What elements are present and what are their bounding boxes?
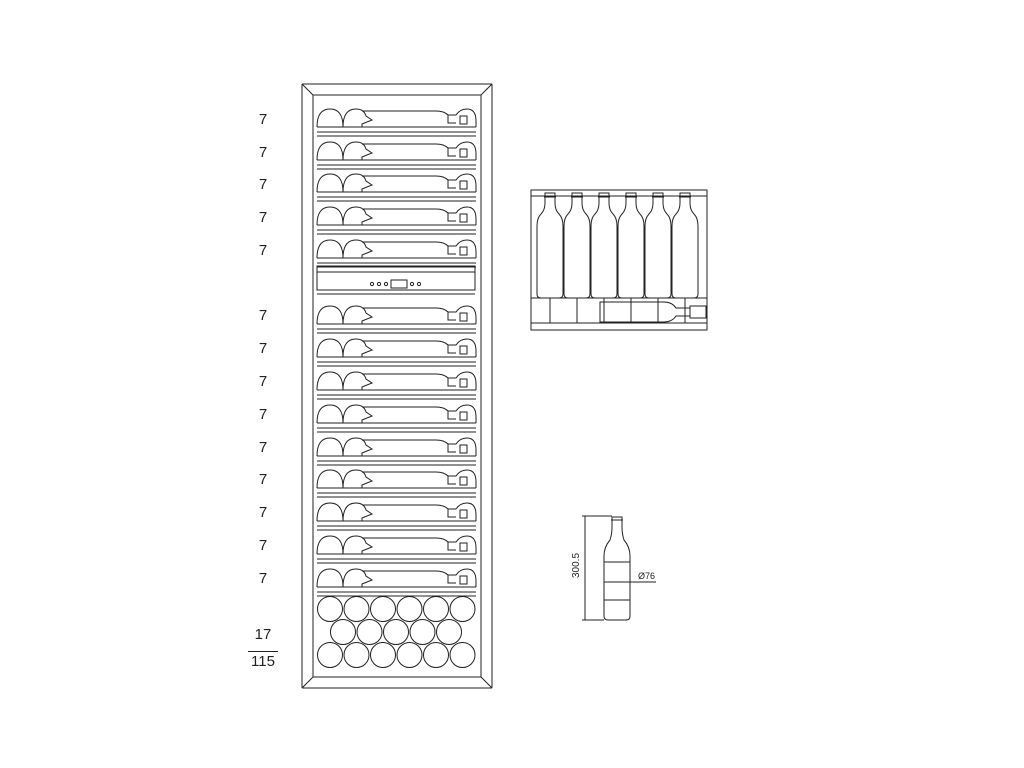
bottle-end xyxy=(449,642,476,668)
bottle-outline xyxy=(603,516,631,621)
standing-bottle xyxy=(644,192,672,299)
shelf-capacity-label: 7 xyxy=(258,242,268,259)
shelf xyxy=(316,173,477,202)
lying-bottle xyxy=(599,301,691,323)
bottle-end xyxy=(317,596,343,622)
total-capacity-label: 115 xyxy=(251,653,275,670)
bottom-bottle-stack xyxy=(317,596,476,668)
shelf-capacity-label: 7 xyxy=(258,537,268,554)
control-panel xyxy=(316,265,476,295)
shelf-capacity-label: 7 xyxy=(258,176,268,193)
bottle-end xyxy=(343,642,370,668)
bottom-capacity-label: 17 xyxy=(254,626,272,643)
bottle-dimension-drawing xyxy=(582,515,656,621)
bottle-diameter-label: Ø76 xyxy=(638,571,656,581)
bottle-end xyxy=(356,619,383,645)
bottle-end xyxy=(383,619,409,645)
shelf xyxy=(316,305,477,334)
bottle-end xyxy=(409,619,436,645)
shelf-capacity-label: 7 xyxy=(258,504,268,521)
bottle-end xyxy=(423,596,449,622)
shelf xyxy=(316,239,477,268)
shelf-capacity-label: 7 xyxy=(258,307,268,324)
shelf xyxy=(316,338,477,367)
shelf-capacity-label: 7 xyxy=(258,439,268,456)
cabinet-frame xyxy=(301,83,493,689)
standing-bottle xyxy=(617,192,645,299)
shelf-capacity-label: 7 xyxy=(258,209,268,226)
shelf-group xyxy=(316,108,477,597)
bottle-end xyxy=(343,596,370,622)
shelf xyxy=(316,141,477,170)
shelf xyxy=(316,404,477,433)
shelf-detail-view xyxy=(530,189,708,331)
shelf xyxy=(316,108,477,137)
shelf-capacity-label: 7 xyxy=(258,111,268,128)
shelf-capacity-label: 7 xyxy=(258,570,268,587)
bottle-end xyxy=(396,596,423,622)
bottle-end xyxy=(370,642,396,668)
total-divider xyxy=(248,651,278,652)
bottle-end xyxy=(396,642,423,668)
shelf xyxy=(316,502,477,531)
shelf-capacity-label: 7 xyxy=(258,340,268,357)
shelf xyxy=(316,437,477,466)
bottle-end xyxy=(423,642,449,668)
standing-bottle xyxy=(671,192,699,299)
shelf-capacity-label: 7 xyxy=(258,471,268,488)
bottle-end xyxy=(436,619,462,645)
shelf xyxy=(316,469,477,498)
standing-bottle xyxy=(590,192,618,299)
shelf-capacity-label: 7 xyxy=(258,373,268,390)
standing-bottle xyxy=(536,192,564,299)
bottle-end xyxy=(317,642,343,668)
bottle-end xyxy=(330,619,356,645)
bottle-end xyxy=(449,596,476,622)
shelf xyxy=(316,371,477,400)
bottle-height-label: 300.5 xyxy=(571,552,582,578)
bottle-end xyxy=(370,596,396,622)
shelf-capacity-label: 7 xyxy=(258,406,268,423)
shelf xyxy=(316,535,477,564)
shelf xyxy=(316,206,477,235)
standing-bottle xyxy=(563,192,591,299)
shelf-capacity-label: 7 xyxy=(258,144,268,161)
